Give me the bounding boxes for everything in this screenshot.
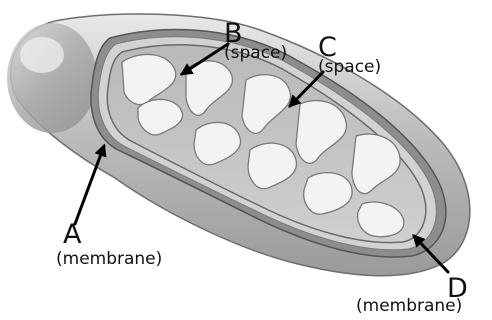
label-a-letter: A <box>63 221 81 248</box>
label-b-text: (space) <box>224 45 287 62</box>
cap-highlight <box>20 37 64 73</box>
label-d-text: (membrane) <box>356 298 462 315</box>
label-a-text: (membrane) <box>56 251 162 268</box>
label-c-text: (space) <box>318 59 381 76</box>
